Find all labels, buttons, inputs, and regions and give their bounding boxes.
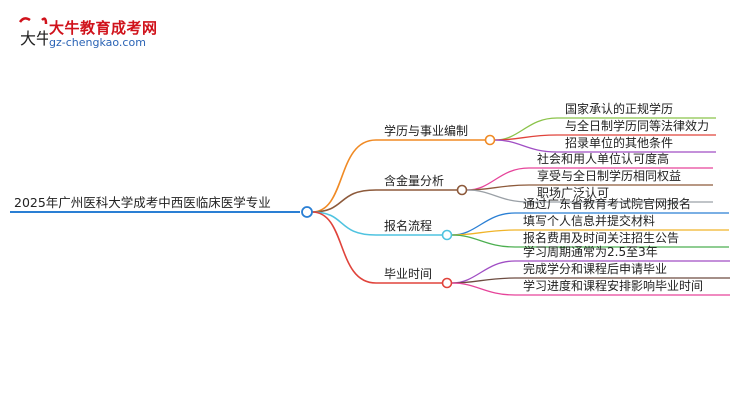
branch-node-dot-2: [456, 184, 468, 196]
child-label-4-1: 学习周期通常为2.5至3年: [523, 245, 658, 259]
child-label-4-3: 学习进度和课程安排影响毕业时间: [523, 279, 704, 293]
child-connector-3-3: [451, 234, 516, 248]
logo-url[interactable]: gz-chengkao.com: [49, 36, 146, 49]
child-label-3-3: 报名费用及时间关注招生公告: [523, 231, 680, 245]
logo-title: 大牛教育成考网: [49, 19, 158, 37]
child-connector-2-2: [466, 184, 530, 191]
child-label-1-3: 招录单位的其他条件: [565, 136, 674, 150]
child-label-2-2: 享受与全日制学历相同权益: [537, 169, 682, 183]
child-connector-4-2: [451, 277, 516, 284]
child-connector-2-3: [466, 189, 530, 203]
root-node-label: 2025年广州医科大学成考中西医临床医学专业: [14, 195, 271, 210]
branch-connector-2: [311, 189, 377, 213]
branch-node-dot-1: [484, 134, 496, 146]
child-label-2-3: 职场广泛认可: [537, 186, 610, 200]
branch-connector-4: [311, 211, 377, 284]
branch-node-dot-3: [441, 229, 453, 241]
bull-logo-icon: 大牛: [18, 17, 48, 48]
site-logo[interactable]: 大牛 大牛教育成考网 gz-chengkao.com: [16, 14, 166, 54]
child-label-2-1: 社会和用人单位认可度高: [537, 152, 670, 166]
root-node-dot: [301, 206, 313, 218]
child-label-1-1: 国家承认的正规学历: [565, 102, 674, 116]
child-label-3-2: 填写个人信息并提交材料: [523, 214, 656, 228]
branch-connector-3: [311, 211, 377, 236]
branch-label-3: 报名流程: [384, 219, 433, 233]
child-label-4-2: 完成学分和课程后申请毕业: [523, 262, 668, 276]
child-label-1-2: 与全日制学历同等法律效力: [565, 119, 710, 133]
child-connector-1-3: [494, 139, 558, 153]
branch-label-4: 毕业时间: [384, 267, 433, 281]
child-connector-4-3: [451, 282, 516, 296]
logo-mark-text: 大牛: [20, 29, 48, 48]
child-label-3-1: 通过广东省教育考试院官网报名: [523, 197, 692, 211]
branch-connector-1: [311, 139, 377, 213]
branch-node-dot-4: [441, 277, 453, 289]
branch-label-2: 含金量分析: [384, 174, 445, 188]
branch-label-1: 学历与事业编制: [384, 124, 469, 138]
child-connector-3-2: [451, 229, 516, 236]
child-connector-1-2: [494, 134, 558, 141]
